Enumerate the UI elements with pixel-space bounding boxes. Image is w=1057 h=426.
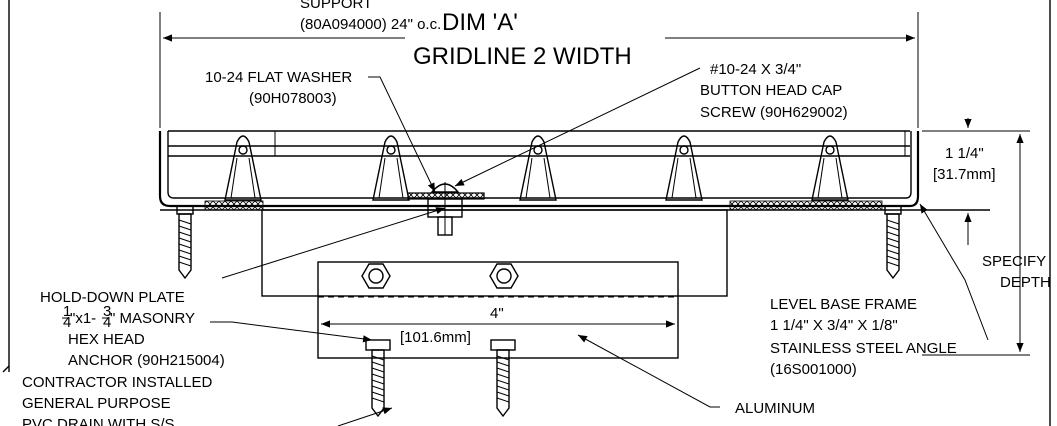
frac2-den: 4 bbox=[103, 314, 111, 331]
masonry-anchor-label: 1 4 "x1- 3 4 " MASONRY bbox=[62, 303, 195, 331]
hold-down-plate-label: HOLD-DOWN PLATE bbox=[40, 289, 185, 306]
support-label-line2: (80A094000) 24" o.c. bbox=[300, 16, 441, 33]
frac2-num: 3 bbox=[103, 303, 111, 320]
cap-screw-label-line1: #10-24 X 3/4" bbox=[710, 61, 801, 78]
specify-depth-line1: SPECIFY bbox=[982, 253, 1046, 270]
level-frame-label-line4: (16S001000) bbox=[770, 361, 857, 378]
width-metric-label: [101.6mm] bbox=[400, 329, 471, 346]
gridline-width-label: GRIDLINE 2 WIDTH bbox=[413, 43, 632, 70]
masonry-anchors bbox=[176, 205, 902, 418]
dim-a-label: DIM 'A' bbox=[442, 9, 518, 36]
hex-nut-left bbox=[361, 263, 391, 289]
leader-lines bbox=[210, 67, 989, 426]
flat-washer-label-line1: 10-24 FLAT WASHER bbox=[205, 69, 352, 86]
aluminum-label: ALUMINUM bbox=[735, 400, 815, 417]
level-frame-label-line2: 1 1/4" X 3/4" X 1/8" bbox=[770, 317, 898, 334]
support-label-line1: SUPPORT bbox=[300, 0, 372, 12]
masonry-label-line1a: "x1- bbox=[70, 310, 96, 327]
grating-frame bbox=[158, 130, 920, 208]
contractor-label-line3: PVC DRAIN WITH S/S bbox=[22, 416, 175, 426]
dim-a-dimension bbox=[159, 12, 919, 128]
height-metric-label: [31.7mm] bbox=[933, 166, 996, 183]
hex-nut-right bbox=[489, 263, 519, 289]
right-dimensions bbox=[922, 118, 1030, 356]
hold-down-plate-assembly bbox=[407, 182, 485, 236]
height-imperial-label: 1 1/4" bbox=[945, 145, 984, 162]
contractor-label-line1: CONTRACTOR INSTALLED bbox=[22, 374, 212, 391]
specify-depth-line2: DEPTH bbox=[1000, 274, 1051, 291]
frac1-num: 1 bbox=[63, 303, 71, 320]
level-frame-label-line1: LEVEL BASE FRAME bbox=[770, 296, 917, 313]
drain-body bbox=[261, 209, 728, 359]
masonry-label-line3: ANCHOR (90H215004) bbox=[68, 352, 225, 369]
grating-support-clips bbox=[224, 135, 849, 201]
flat-washer-label-line2: (90H078003) bbox=[249, 90, 337, 107]
width-imperial-label: 4" bbox=[490, 305, 504, 322]
sealant-strip-right bbox=[729, 200, 883, 211]
masonry-label-line1b: " MASONRY bbox=[110, 310, 195, 327]
cap-screw-label-line2: BUTTON HEAD CAP bbox=[700, 82, 842, 99]
level-frame-label-line3: STAINLESS STEEL ANGLE bbox=[770, 340, 957, 357]
contractor-label-line2: GENERAL PURPOSE bbox=[22, 395, 171, 412]
cap-screw-label-line3: SCREW (90H629002) bbox=[700, 104, 848, 121]
masonry-label-line2: HEX HEAD bbox=[68, 331, 145, 348]
frac1-den: 4 bbox=[63, 314, 71, 331]
sealant-strip-left bbox=[204, 200, 264, 211]
